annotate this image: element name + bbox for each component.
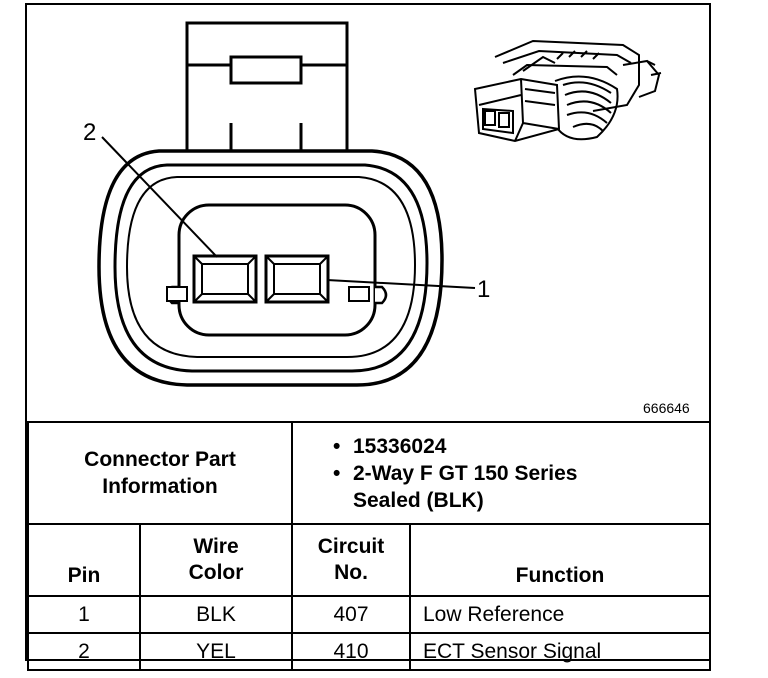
figure-id-code: 666646 (643, 400, 690, 416)
connector-part-info-value: • 15336024 • 2-Way F GT 150 Series Sealed … (291, 421, 711, 525)
bullet-glyph: • (333, 461, 341, 485)
connector-description-2: Sealed (BLK) (353, 488, 484, 512)
label-line-1: Connector Part (84, 448, 236, 471)
label-line-2: Information (102, 475, 218, 498)
connector-part-info-row: Connector Part Information • 15336024 • 2-… (27, 421, 711, 525)
cell-circuit: 407 (291, 595, 411, 634)
connector-perspective-sketch (473, 39, 662, 143)
connector-description-1: 2-Way F GT 150 Series (353, 461, 578, 485)
cell-pin: 1 (27, 595, 141, 634)
callout-2-leader (101, 136, 218, 258)
cell-wire-color: YEL (139, 632, 293, 671)
callout-2-label: 2 (83, 119, 96, 146)
connector-info-table: Connector Part Information • 15336024 • 2-… (27, 421, 711, 671)
cell-function: Low Reference (409, 595, 711, 634)
cell-circuit: 410 (291, 632, 411, 671)
pin-cavity-2 (192, 254, 258, 304)
header-function: Function (409, 523, 711, 597)
cell-wire-color: BLK (139, 595, 293, 634)
connector-figure: 2 1 (27, 5, 709, 421)
connector-latch (185, 21, 349, 155)
callout-1-leader (326, 279, 476, 289)
part-number: 15336024 (353, 434, 447, 458)
diagram-frame: 2 1 (25, 3, 711, 671)
table-row: 1 BLK 407 Low Reference (27, 595, 711, 634)
connector-desc-line: • 2-Way F GT 150 Series (333, 460, 709, 487)
pin-cavity-1 (264, 254, 330, 304)
header-wire-color: Wire Color (139, 523, 293, 597)
cell-pin: 2 (27, 632, 141, 671)
table-row: 2 YEL 410 ECT Sensor Signal (27, 632, 711, 671)
part-number-line: • 15336024 (333, 433, 709, 460)
header-pin: Pin (27, 523, 141, 597)
connector-part-info-label: Connector Part Information (27, 421, 293, 525)
bullet-glyph: • (333, 434, 341, 458)
connector-drawing: 2 1 (83, 21, 690, 416)
cell-function: ECT Sensor Signal (409, 632, 711, 671)
callout-1-label: 1 (477, 276, 490, 303)
table-header-row: Pin Wire Color Circuit No. Function (27, 523, 711, 597)
header-circuit-no: Circuit No. (291, 523, 411, 597)
